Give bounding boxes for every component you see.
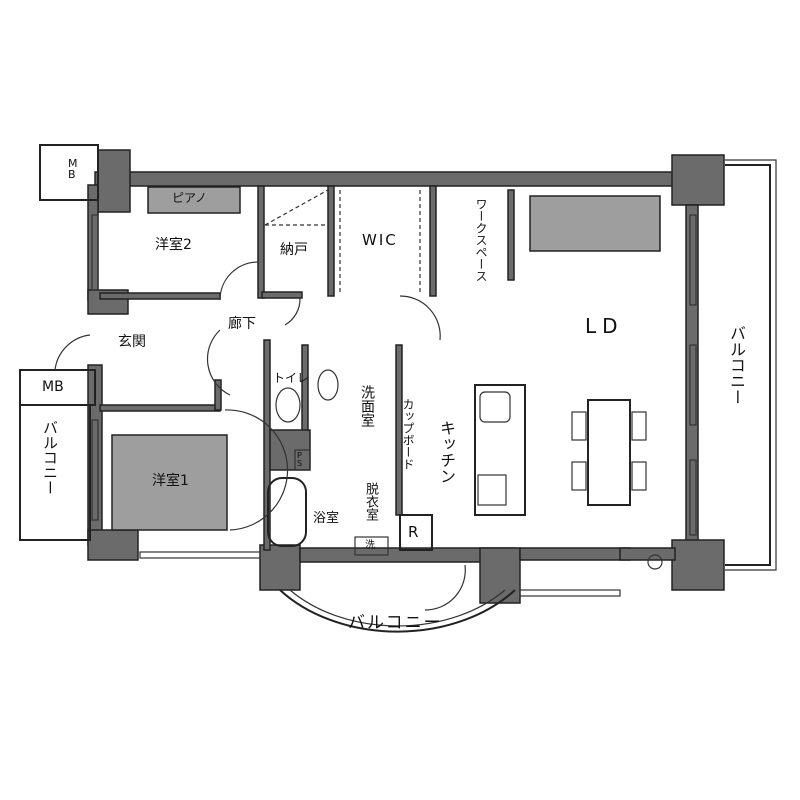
walls: [87, 149, 725, 604]
toilet-label: トイレ: [273, 371, 310, 385]
dining-table: [587, 399, 631, 506]
stove: [477, 474, 507, 506]
entrance-label: 玄関: [118, 334, 146, 350]
washer-label: 洗: [365, 540, 375, 551]
balcony-left-label: バルコニー: [41, 420, 59, 495]
sofa: [529, 195, 661, 252]
cupboard-label: カップボード: [401, 398, 415, 470]
toilet-fixture: [275, 387, 301, 423]
windows: [91, 214, 697, 597]
refrigerator-label: R: [408, 523, 419, 541]
mb-top-label: MB: [68, 157, 78, 181]
dressing-room-label: 脱衣室: [363, 482, 378, 521]
kitchen-counter: [474, 384, 526, 516]
ld-label: LD: [585, 314, 624, 338]
sink: [479, 391, 511, 423]
furniture: [111, 186, 663, 570]
western-room-2-label: 洋室2: [155, 237, 192, 253]
balcony-bottom-label: バルコニー: [348, 613, 443, 633]
bed: [111, 434, 228, 531]
washroom-label: 洗面室: [359, 385, 375, 427]
hallway-label: 廊下: [228, 316, 256, 332]
balcony-outlines: [19, 144, 777, 633]
ps-box: [294, 449, 311, 471]
workspace-label: ワークスペース: [474, 198, 488, 282]
washer: [354, 536, 389, 556]
washbasin: [317, 369, 339, 401]
mb-bottom-label: MB: [42, 379, 64, 395]
wic-label: WIC: [362, 231, 398, 249]
balcony-right-label: バルコニー: [727, 325, 746, 405]
bathtub: [267, 477, 307, 547]
western-room-1-label: 洋室1: [152, 473, 189, 489]
kitchen-label: キッチン: [437, 420, 456, 484]
piano: [147, 186, 241, 214]
ps-label: PS: [297, 451, 303, 468]
storage-label: 納戸: [280, 242, 308, 258]
bathroom-label: 浴室: [313, 511, 340, 526]
refrigerator: [399, 514, 433, 551]
piano-label: ピアノ: [172, 191, 207, 205]
doors: [54, 261, 466, 611]
